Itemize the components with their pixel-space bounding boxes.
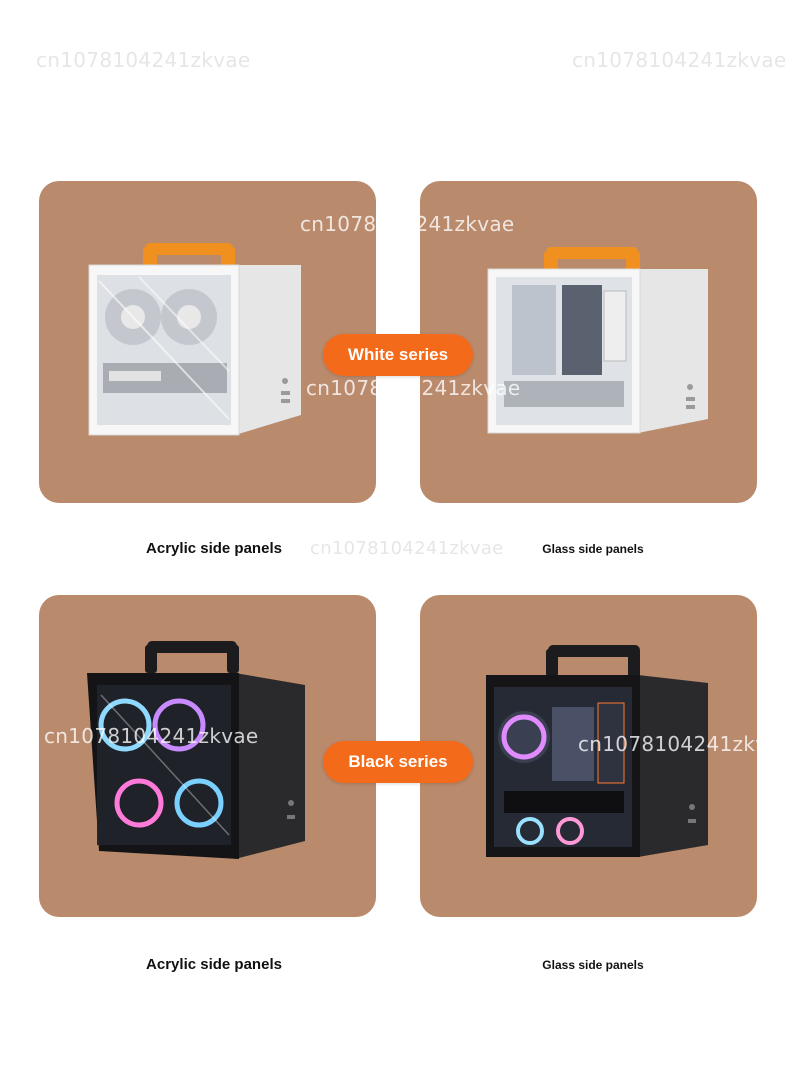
watermark-text: cn1078104241zkvae	[310, 538, 504, 559]
white-glass-card	[420, 181, 757, 503]
white-series-badge: White series	[323, 334, 473, 376]
glass-caption: Glass side panels	[542, 958, 644, 972]
watermark-text: cn1078104241zkvae	[572, 48, 787, 72]
glass-caption: Glass side panels	[542, 542, 644, 556]
white-acrylic-case-image	[88, 243, 301, 436]
white-glass-case-image	[487, 247, 708, 434]
black-acrylic-card	[39, 595, 376, 917]
acrylic-caption: Acrylic side panels	[146, 956, 282, 973]
black-glass-case-image	[486, 645, 708, 857]
black-glass-card	[420, 595, 757, 917]
watermark-text: cn1078104241zkvae	[36, 48, 251, 72]
black-acrylic-case-image	[87, 641, 305, 859]
white-acrylic-card	[39, 181, 376, 503]
acrylic-caption: Acrylic side panels	[146, 540, 282, 557]
black-series-badge: Black series	[323, 741, 473, 783]
